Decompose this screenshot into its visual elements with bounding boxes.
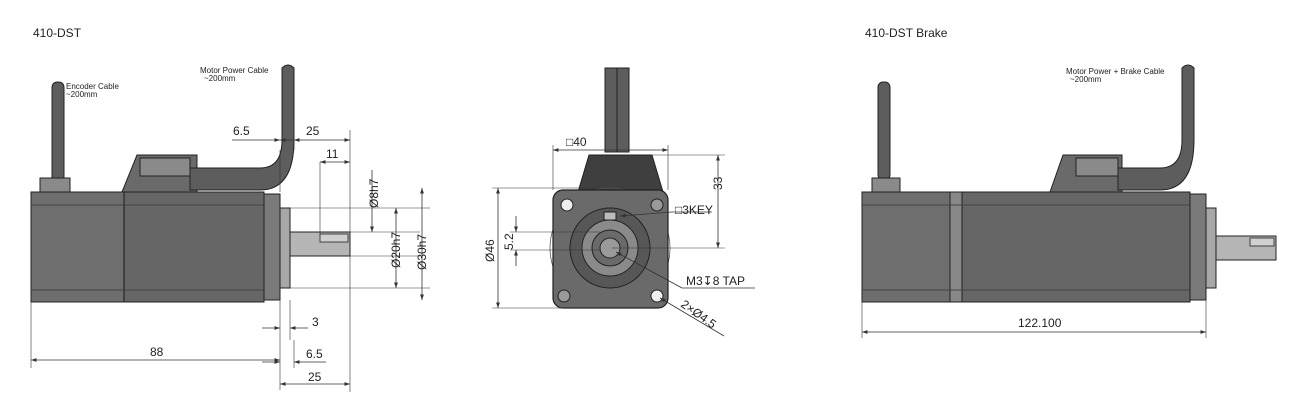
note-power-cable: Motor Power Cable <box>200 66 269 75</box>
dim-sq40: □40 <box>566 135 587 149</box>
dim-20h7: Ø20h7 <box>389 232 403 268</box>
side-view-dimensions: 6.5 25 11 Ø8h7 Ø20h7 Ø30h7 3 88 6.5 <box>30 120 430 392</box>
note-encoder-cable: Encoder Cable <box>66 82 119 91</box>
front-flange <box>263 193 281 301</box>
dim-m3-tap: M3↧8 TAP <box>686 274 745 288</box>
hole-top-right <box>650 198 664 212</box>
dim-6-5-bottom: 6.5 <box>306 347 323 361</box>
hole-bottom-left <box>557 289 571 303</box>
encoder-cable <box>51 81 65 181</box>
dim-8h7: Ø8h7 <box>367 178 381 208</box>
motor-body-rear <box>30 191 125 303</box>
dim-3key: □3KEY <box>675 203 713 217</box>
brake-power-cable <box>1117 64 1195 191</box>
brake-front-flange <box>1189 193 1207 301</box>
dim-3: 3 <box>312 315 319 329</box>
power-cable <box>189 64 295 191</box>
brake-view-dimensions: 122.100 <box>861 300 1207 338</box>
encoder-connector <box>39 177 71 193</box>
motor-body <box>123 191 265 303</box>
dim-46: Ø46 <box>483 239 497 262</box>
brake-view <box>861 64 1277 303</box>
dim-33: 33 <box>711 176 725 190</box>
dim-11: 11 <box>326 147 339 161</box>
title-410-dst: 410-DST <box>33 26 82 40</box>
brake-section <box>949 191 963 303</box>
brake-motor-body <box>961 191 1191 303</box>
note-brake-cable: Motor Power + Brake Cable <box>1066 67 1165 76</box>
brake-encoder-connector <box>871 177 901 193</box>
dim-88: 88 <box>150 345 164 359</box>
brake-encoder-cable <box>877 81 891 181</box>
front-connector <box>577 154 664 193</box>
front-key <box>603 211 617 221</box>
note-encoder-length: ~200mm <box>66 90 98 99</box>
brake-pilot <box>1205 207 1217 289</box>
title-410-dst-brake: 410-DST Brake <box>865 26 948 40</box>
note-power-length: ~200mm <box>204 74 236 83</box>
dim-2x4-5: 2×Ø4.5 <box>678 297 719 331</box>
brake-body-rear <box>861 191 951 303</box>
pilot <box>279 207 291 289</box>
dim-30h7: Ø30h7 <box>415 234 429 270</box>
side-view <box>30 64 351 303</box>
dim-6-5-top: 6.5 <box>233 124 250 138</box>
dim-25-bottom: 25 <box>308 370 322 384</box>
hole-bottom-right <box>650 289 664 303</box>
note-brake-length: ~200mm <box>1070 75 1102 84</box>
dim-5-2: 5.2 <box>502 233 516 250</box>
dim-25-top: 25 <box>306 124 320 138</box>
shaft-key <box>319 233 349 243</box>
hole-top-left <box>560 198 574 212</box>
dim-122-100: 122.100 <box>1018 316 1062 330</box>
